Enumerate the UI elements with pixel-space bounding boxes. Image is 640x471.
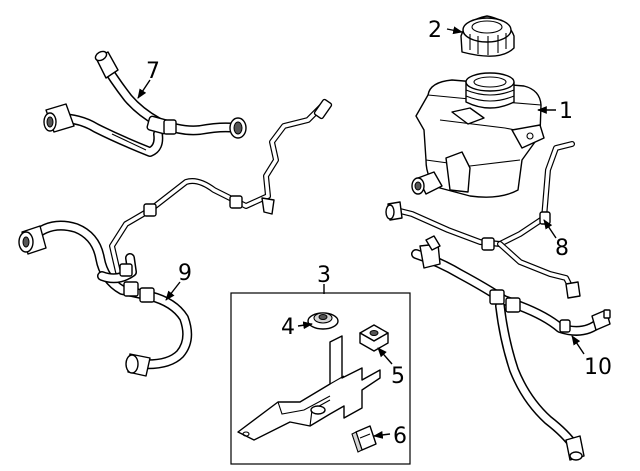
- expansion-tank: [411, 72, 545, 198]
- mounting-bracket: [237, 335, 381, 441]
- callout-10: 10: [584, 355, 612, 380]
- bracket-assembly-box: [230, 292, 411, 465]
- callout-labels: 1 2 3 4 5 6 7 8 9 10: [146, 18, 612, 449]
- callout-2: 2: [428, 18, 442, 43]
- callout-5: 5: [391, 364, 405, 389]
- clip-nut: [359, 324, 389, 352]
- hose-8: [385, 141, 581, 299]
- hose-9: [18, 98, 333, 377]
- callout-3: 3: [317, 263, 331, 288]
- reservoir-cap: [460, 15, 515, 57]
- callout-9: 9: [178, 261, 192, 286]
- retaining-clip: [351, 425, 377, 453]
- callout-6: 6: [393, 424, 407, 449]
- callout-8: 8: [555, 236, 569, 261]
- callout-4: 4: [281, 315, 295, 340]
- hose-10: [411, 235, 611, 461]
- callout-1: 1: [559, 99, 573, 124]
- leader-lines: [137, 26, 585, 439]
- grommet: [307, 312, 339, 330]
- callout-7: 7: [146, 59, 160, 84]
- hose-7: [43, 50, 247, 157]
